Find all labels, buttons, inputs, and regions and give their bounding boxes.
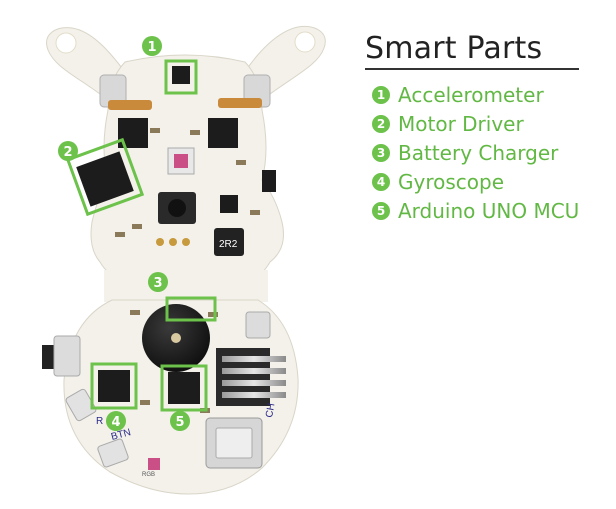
highlight-motor-driver xyxy=(65,137,145,217)
legend-title: Smart Parts xyxy=(365,32,579,70)
silkscreen-ch: CH xyxy=(264,402,277,418)
legend-list: 1 Accelerometer 2 Motor Driver 3 Battery… xyxy=(372,80,579,225)
legend-label: Motor Driver xyxy=(398,111,524,136)
legend-label: Battery Charger xyxy=(398,140,559,165)
legend-item: 4 Gyroscope xyxy=(372,167,579,196)
legend-item: 5 Arduino UNO MCU xyxy=(372,196,579,225)
legend-number-badge: 4 xyxy=(372,172,390,191)
silkscreen: 2R2 BTN R CH RGB xyxy=(96,239,277,478)
silkscreen-btn: BTN xyxy=(110,427,132,443)
legend-number-badge: 1 xyxy=(372,85,390,104)
highlight-mcu xyxy=(160,364,208,412)
marker-5: 5 xyxy=(170,411,190,431)
silkscreen-rgb: RGB xyxy=(142,472,155,478)
svg-text:1: 1 xyxy=(147,40,156,55)
head-components xyxy=(76,66,276,256)
legend-label: Accelerometer xyxy=(398,82,544,107)
highlight-boxes xyxy=(65,59,217,412)
svg-text:5: 5 xyxy=(175,415,184,430)
legend-label: Gyroscope xyxy=(398,169,505,194)
highlight-battery-charger xyxy=(165,296,217,322)
legend-number-badge: 2 xyxy=(372,114,390,133)
legend-item: 2 Motor Driver xyxy=(372,109,579,138)
legend-number-badge: 5 xyxy=(372,201,390,220)
silkscreen-inductor: 2R2 xyxy=(219,239,238,250)
svg-text:3: 3 xyxy=(153,276,162,291)
svg-text:2: 2 xyxy=(63,145,72,160)
legend-item: 3 Battery Charger xyxy=(372,138,579,167)
marker-4: 4 xyxy=(106,411,126,431)
marker-2: 2 xyxy=(58,141,78,161)
marker-1: 1 xyxy=(142,36,162,56)
legend-number-badge: 3 xyxy=(372,143,390,162)
number-markers: 1 2 3 4 5 xyxy=(58,36,190,431)
svg-text:4: 4 xyxy=(111,415,120,430)
legend-item: 1 Accelerometer xyxy=(372,80,579,109)
silkscreen-r: R xyxy=(96,416,103,427)
legend-label: Arduino UNO MCU xyxy=(398,198,580,223)
marker-3: 3 xyxy=(148,272,168,292)
pin-header-pins xyxy=(222,356,286,398)
highlight-gyroscope xyxy=(90,362,138,410)
highlight-accelerometer xyxy=(164,59,198,95)
